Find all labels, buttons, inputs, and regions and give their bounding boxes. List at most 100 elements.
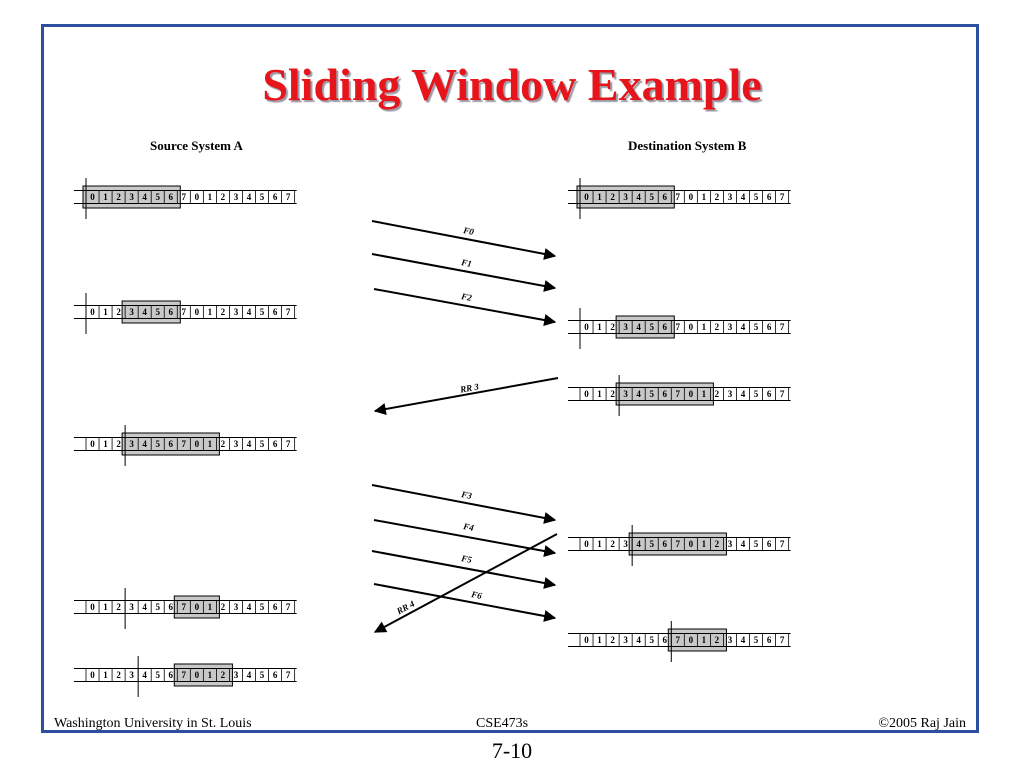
sequence-number-cell: 0 [90, 307, 95, 317]
sequence-number-cell: 7 [780, 539, 785, 549]
sequence-number-cell: 1 [597, 322, 602, 332]
sequence-number-cell: 2 [715, 322, 720, 332]
message-label: F6 [469, 589, 483, 601]
sequence-number-cell: 5 [155, 670, 160, 680]
sequence-number-cell: 5 [649, 539, 654, 549]
sequence-number-cell: 3 [728, 389, 733, 399]
message-f5: F5 [371, 550, 557, 589]
sequence-number-cell: 4 [142, 670, 147, 680]
sequence-number-cell: 6 [663, 322, 668, 332]
sequence-number-cell: 3 [728, 322, 733, 332]
sequence-number-cell: 2 [715, 389, 720, 399]
sequence-number-cell: 5 [155, 192, 160, 202]
message-f1: F1 [371, 253, 557, 292]
sequence-number-cell: 7 [676, 539, 681, 549]
send-window [173, 595, 220, 619]
sequence-number-cell: 5 [754, 389, 759, 399]
sequence-number-cell: 1 [702, 322, 707, 332]
sequence-number-cell: 0 [689, 539, 694, 549]
message-label: RR 3 [458, 381, 480, 394]
sequence-number-cell: 4 [741, 539, 746, 549]
sequence-number-cell: 7 [182, 439, 187, 449]
sequence-number-cell: 5 [155, 307, 160, 317]
message-arrow [371, 484, 557, 524]
sequence-number-cell: 1 [597, 192, 602, 202]
message-f0: F0 [371, 220, 557, 260]
sequence-number-cell: 7 [286, 602, 291, 612]
sequence-number-cell: 2 [610, 322, 615, 332]
sequence-number-cell: 3 [234, 670, 239, 680]
sequence-number-cell: 1 [103, 192, 108, 202]
sequence-number-cell: 6 [169, 439, 174, 449]
sequence-number-cell: 6 [663, 635, 668, 645]
send-window [82, 185, 181, 209]
message-f3: F3 [371, 484, 557, 524]
sequence-number-cell: 7 [676, 635, 681, 645]
sequence-number-cell: 7 [182, 192, 187, 202]
sequence-number-cell: 1 [208, 670, 213, 680]
sequence-number-cell: 5 [649, 322, 654, 332]
sequence-number-cell: 0 [584, 192, 589, 202]
sequence-number-cell: 3 [234, 439, 239, 449]
sequence-number-cell: 6 [663, 192, 668, 202]
sequence-number-cell: 6 [767, 539, 772, 549]
sequence-number-cell: 2 [221, 439, 226, 449]
message-arrow [373, 583, 557, 622]
sequence-number-cell: 6 [273, 307, 278, 317]
sequence-number-cell: 2 [116, 439, 121, 449]
sequence-number-cell: 4 [247, 670, 252, 680]
footer-institution: Washington University in St. Louis [54, 716, 252, 731]
source-system-label: Source System A [150, 138, 243, 153]
sequence-number-cell: 1 [103, 439, 108, 449]
sequence-number-cell: 7 [780, 322, 785, 332]
sequence-number-cell: 4 [247, 602, 252, 612]
sequence-number-cell: 0 [689, 192, 694, 202]
send-window [615, 382, 714, 406]
sequence-number-cell: 5 [754, 539, 759, 549]
sequence-number-cell: 0 [195, 670, 200, 680]
sequence-number-cell: 6 [767, 322, 772, 332]
sequence-number-cell: 1 [208, 307, 213, 317]
sequence-number-cell: 0 [584, 539, 589, 549]
sequence-number-cell: 6 [663, 389, 668, 399]
sequence-number-cell: 7 [286, 192, 291, 202]
message-label: F2 [459, 291, 473, 303]
footer-course: CSE473s [476, 716, 529, 731]
sequence-number-cell: 2 [221, 307, 226, 317]
sequence-number-cell: 2 [610, 389, 615, 399]
destination-system-label: Destination System B [628, 138, 747, 153]
message-f4: F4 [373, 519, 557, 557]
sequence-number-cell: 1 [702, 539, 707, 549]
sequence-number-cell: 3 [728, 635, 733, 645]
sequence-number-cell: 5 [155, 602, 160, 612]
send-window [576, 185, 675, 209]
sequence-number-cell: 0 [195, 307, 200, 317]
sequence-number-cell: 6 [273, 670, 278, 680]
sequence-number-cell: 4 [142, 307, 147, 317]
message-arrow [373, 519, 557, 557]
sequence-number-cell: 7 [286, 670, 291, 680]
sequence-number-cell: 2 [221, 602, 226, 612]
message-label: RR 4 [394, 598, 417, 616]
message-arrow [373, 288, 557, 326]
sequence-number-cell: 0 [584, 322, 589, 332]
sequence-number-cell: 0 [195, 602, 200, 612]
sequence-number-cell: 4 [636, 192, 641, 202]
sequence-number-cell: 1 [597, 389, 602, 399]
sequence-number-cell: 4 [247, 192, 252, 202]
sequence-number-cell: 1 [597, 539, 602, 549]
sequence-number-cell: 0 [195, 439, 200, 449]
sequence-number-cell: 4 [741, 192, 746, 202]
sequence-number-cell: 0 [689, 389, 694, 399]
sequence-number-cell: 5 [260, 670, 265, 680]
sequence-number-cell: 5 [260, 602, 265, 612]
message-f2: F2 [373, 288, 557, 326]
sequence-number-cell: 5 [649, 635, 654, 645]
